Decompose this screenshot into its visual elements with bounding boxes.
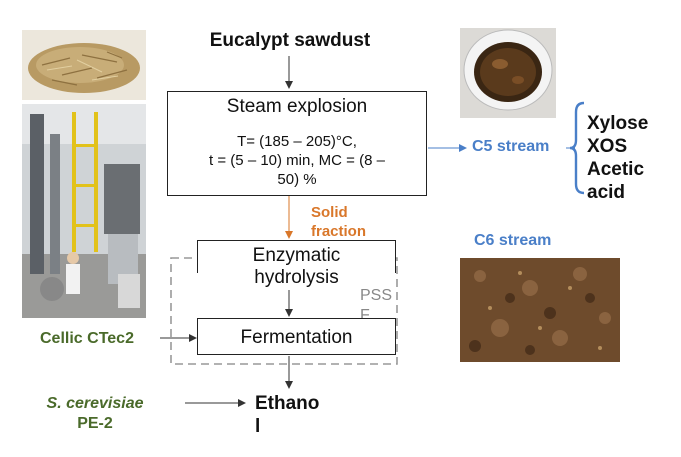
pssf-line1: PSS xyxy=(360,287,393,304)
pssf-boundary xyxy=(170,257,398,365)
solid-fraction-line1: Solid xyxy=(311,204,348,221)
product-xos: XOS xyxy=(587,136,628,157)
products-bracket xyxy=(569,101,585,195)
ethanol-line1: Ethano xyxy=(255,393,320,414)
steam-explosion-heading: Steam explosion xyxy=(226,96,368,117)
c5-stream-label: C5 stream xyxy=(472,138,550,155)
c6-stream-label: C6 stream xyxy=(474,232,552,249)
steam-explosion-box: Steam explosion T= (185 – 205)°C, t = (5… xyxy=(167,91,427,196)
steam-conditions-line2: t = (5 – 10) min, MC = (8 – xyxy=(209,152,385,169)
solid-fraction-label: Solid fraction xyxy=(311,203,366,241)
solid-fraction-line2: fraction xyxy=(311,223,367,240)
enzymatic-hydrolysis-box: Enzymatic hydrolysis xyxy=(197,240,396,289)
c6-solid-photo xyxy=(460,258,620,362)
pssf-label: PSS F xyxy=(360,286,392,326)
sawdust-photo xyxy=(22,30,146,100)
yeast-line2: PE-2 xyxy=(77,415,113,432)
yeast-line1: S. cerevisiae xyxy=(46,395,144,412)
steam-conditions-line3: 50) % xyxy=(277,171,317,188)
product-acetic: Acetic xyxy=(587,159,645,180)
c5-products-list: Xylose XOS Acetic acid xyxy=(587,112,648,204)
ethanol-line2: l xyxy=(255,416,261,437)
pssf-line2: F xyxy=(360,307,370,324)
yeast-label: S. cerevisiae PE-2 xyxy=(25,394,165,434)
product-acid: acid xyxy=(587,182,626,203)
enzymatic-line1: Enzymatic xyxy=(252,245,341,266)
fermentation-box: Fermentation xyxy=(197,318,396,355)
enzyme-label: Cellic CTec2 xyxy=(40,330,134,347)
ethanol-label: Ethano l xyxy=(255,392,319,438)
fermentation-label: Fermentation xyxy=(240,327,353,348)
enzymatic-line2: hydrolysis xyxy=(198,267,395,289)
feedstock-title: Eucalypt sawdust xyxy=(209,30,371,51)
c5-liquor-photo xyxy=(460,28,556,118)
steam-explosion-plant-photo xyxy=(22,104,146,318)
steam-conditions-line1: T= (185 – 205)°C, xyxy=(237,133,357,150)
product-xylose: Xylose xyxy=(587,113,649,134)
